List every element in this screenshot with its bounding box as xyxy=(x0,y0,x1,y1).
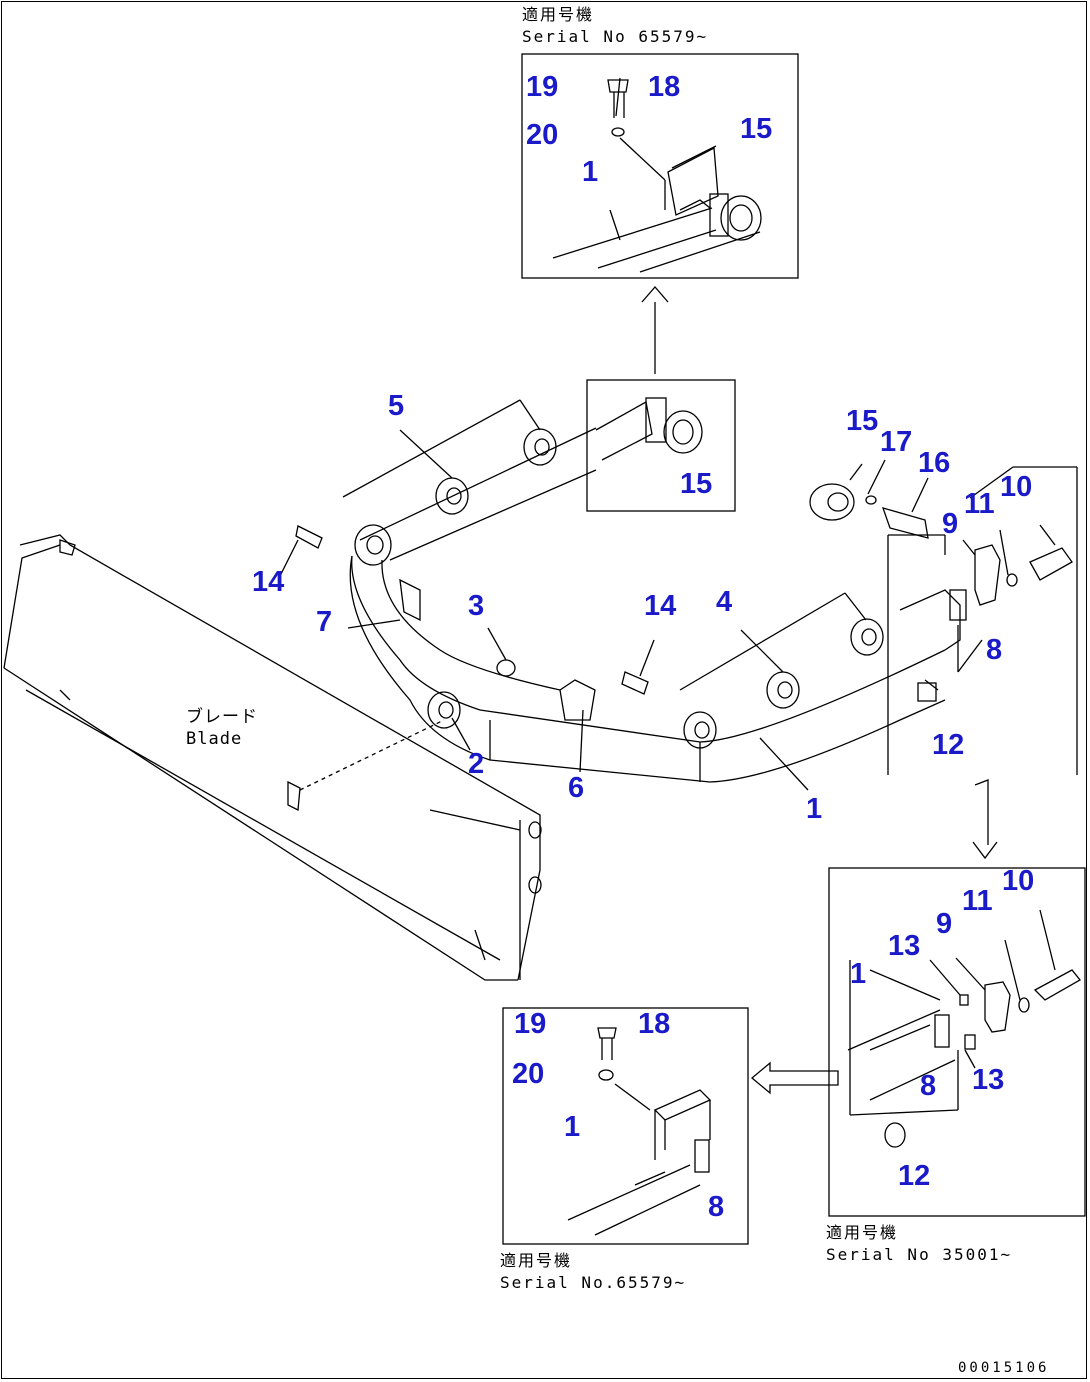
top-detail-drawing xyxy=(552,77,762,273)
caption-top-line1: 適用号機 xyxy=(522,5,595,24)
label-17: 17 xyxy=(880,426,913,458)
label-9: 9 xyxy=(942,508,959,540)
caption-bottom-left-line1: 適用号機 xyxy=(500,1251,573,1270)
label-br-13-bottom: 13 xyxy=(972,1064,1005,1096)
label-16: 16 xyxy=(918,447,951,479)
label-br-1: 1 xyxy=(850,958,867,990)
label-top-1: 1 xyxy=(582,156,599,188)
detail-box-top xyxy=(521,53,799,279)
label-br-8: 8 xyxy=(920,1070,937,1102)
label-7: 7 xyxy=(316,606,333,638)
label-6: 6 xyxy=(568,772,585,804)
caption-top-line2: Serial No 65579~ xyxy=(522,27,709,46)
label-bl-20: 20 xyxy=(512,1058,545,1090)
label-top-15: 15 xyxy=(740,113,773,145)
middle-box-drawing xyxy=(595,397,703,461)
caption-bottom-right-line1: 適用号機 xyxy=(826,1223,899,1242)
label-top-20: 20 xyxy=(526,119,559,151)
caption-bottom-right-line2: Serial No 35001~ xyxy=(826,1245,1013,1264)
label-10: 10 xyxy=(1000,471,1033,503)
label-12: 12 xyxy=(932,729,965,761)
bottom-left-drawing xyxy=(567,1027,712,1236)
right-exploded-drawing xyxy=(809,459,1078,860)
label-top-19: 19 xyxy=(526,71,559,103)
label-8: 8 xyxy=(986,634,1003,666)
label-14-left: 14 xyxy=(252,566,285,598)
label-2: 2 xyxy=(468,748,485,780)
label-br-10: 10 xyxy=(1002,865,1035,897)
label-4: 4 xyxy=(716,586,733,618)
blade-label-jp: ブレード xyxy=(186,707,258,727)
detail-box-bottom-left xyxy=(502,1007,749,1245)
label-3: 3 xyxy=(468,590,485,622)
caption-bottom-left-line2: Serial No.65579~ xyxy=(500,1273,687,1292)
label-bl-1: 1 xyxy=(564,1111,581,1143)
label-11: 11 xyxy=(964,488,995,520)
arrow-left xyxy=(750,1061,839,1095)
label-br-11: 11 xyxy=(962,885,993,917)
blade-label: ブレード Blade xyxy=(186,706,258,750)
label-14-right: 14 xyxy=(644,590,677,622)
bottom-right-drawing xyxy=(847,909,1081,1148)
caption-bottom-right: 適用号機 Serial No 35001~ xyxy=(826,1222,1012,1266)
label-top-18: 18 xyxy=(648,71,681,103)
label-15-mid: 15 xyxy=(680,468,713,500)
caption-bottom-left: 適用号機 Serial No.65579~ xyxy=(500,1250,686,1294)
label-br-9: 9 xyxy=(936,908,953,940)
label-bl-18: 18 xyxy=(638,1008,671,1040)
label-br-13-top: 13 xyxy=(888,930,921,962)
label-bl-8: 8 xyxy=(708,1191,725,1223)
label-5: 5 xyxy=(388,390,405,422)
blade-drawing xyxy=(3,534,542,981)
label-bl-19: 19 xyxy=(514,1008,547,1040)
blade-label-en: Blade xyxy=(186,729,243,749)
caption-top: 適用号機 Serial No 65579~ xyxy=(522,4,708,48)
main-frame-drawing xyxy=(279,399,983,791)
detail-box-middle xyxy=(586,379,736,512)
document-id: 00015106 xyxy=(958,1360,1050,1376)
label-1-main: 1 xyxy=(806,793,823,825)
label-15-right: 15 xyxy=(846,405,879,437)
detail-box-bottom-right xyxy=(828,867,1086,1217)
label-br-12: 12 xyxy=(898,1160,931,1192)
